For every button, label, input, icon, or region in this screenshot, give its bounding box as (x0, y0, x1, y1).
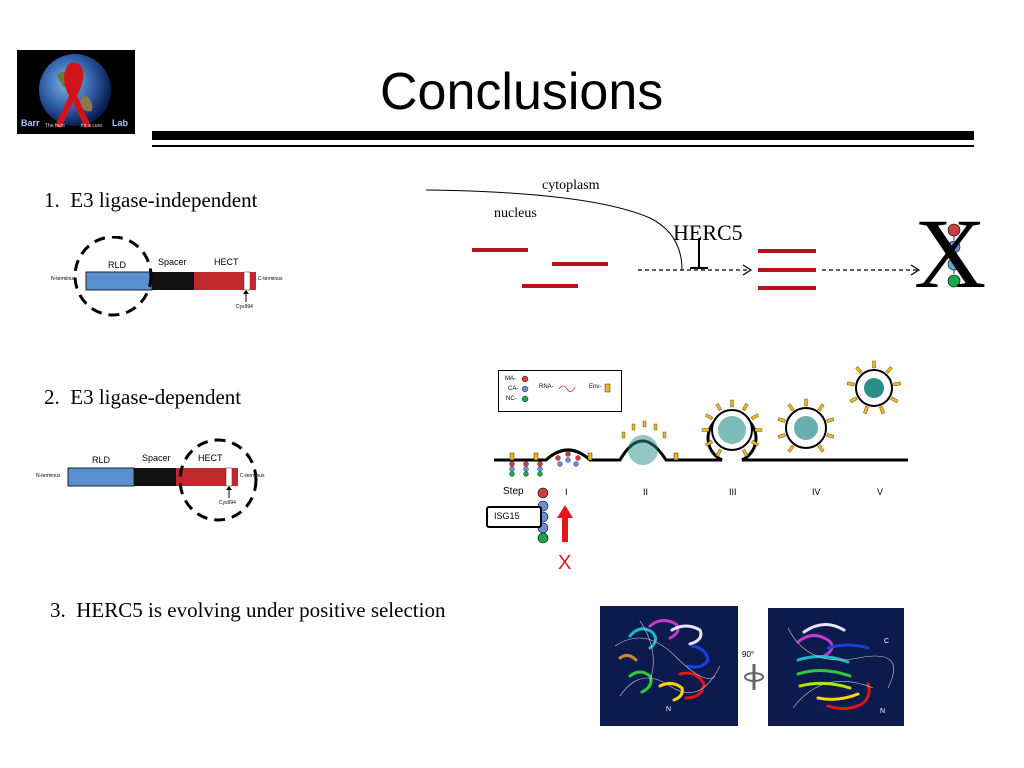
domain2-cys-label: Cys994 (219, 500, 236, 506)
title-rule-thin (152, 145, 974, 147)
herc5-label: HERC5 (673, 220, 743, 245)
point-2: 2. E3 ligase-dependent (44, 385, 241, 410)
legend-ca: CA- (508, 386, 519, 392)
nuclear-export-diagram: cytoplasm nucleus HERC5 X (420, 170, 1010, 320)
barr-lab-logo: Barr The hunt for a cure Lab (17, 50, 135, 134)
domain2-spacer-label: Spacer (142, 453, 171, 463)
structure-left-n-label: N (666, 706, 672, 713)
legend-env: Env- (589, 384, 602, 390)
logo-tagline-left: The hunt (45, 123, 65, 129)
title-rule-thick (152, 131, 974, 140)
logo-tagline-right: for a cure (81, 123, 103, 129)
domain1-cys-label: Cys994 (236, 304, 253, 310)
legend-nc: NC- (506, 396, 517, 402)
step-1-label: I (565, 487, 568, 497)
logo-right-text: Lab (112, 118, 129, 128)
domain2-hect-label: HECT (198, 453, 223, 463)
step-label: Step (503, 486, 524, 497)
structure-right-c-label: C (884, 638, 890, 645)
point-2-number: 2. (44, 385, 60, 409)
legend-rna: RNA- (539, 384, 554, 390)
virus-budding-diagram: MA- CA- NC- RNA- Env- (480, 360, 920, 580)
herc5-domain-diagram-2: N-terminus RLD Spacer HECT C-terminus Cy… (36, 438, 286, 528)
domain2-c-terminus: C-terminus (240, 473, 265, 479)
domain1-n-terminus: N-terminus (51, 276, 76, 282)
herc5-domain-diagram-1: N-terminus RLD Spacer HECT C-terminus Cy… (50, 236, 300, 320)
cytoplasm-label: cytoplasm (542, 178, 600, 193)
rotation-indicator: 90° (742, 646, 766, 694)
rotation-label: 90° (742, 650, 755, 659)
step-2-label: II (643, 487, 649, 497)
point-3: 3. HERC5 is evolving under positive sele… (50, 598, 445, 623)
step-4-label: IV (812, 487, 821, 497)
budding-block-x: X (558, 552, 572, 574)
structure-panel-left: N (600, 606, 738, 726)
point-3-number: 3. (50, 598, 66, 622)
nucleus-label: nucleus (494, 206, 537, 221)
domain2-n-terminus: N-terminus (36, 473, 61, 479)
point-1: 1. E3 ligase-independent (44, 188, 257, 213)
slide-title: Conclusions (380, 63, 664, 121)
rotate-icon (744, 664, 764, 690)
structure-right-n-label: N (880, 708, 886, 715)
point-2-text: E3 ligase-dependent (70, 385, 242, 409)
isg15-box: ISG15 (486, 506, 542, 528)
isg15-label: ISG15 (494, 511, 520, 521)
point-3-text: HERC5 is evolving under positive selecti… (76, 598, 446, 622)
domain1-spacer-label: Spacer (158, 257, 187, 267)
domain1-c-terminus: C-terminus (258, 276, 283, 282)
step-3-label: III (729, 487, 737, 497)
budding-legend: MA- CA- NC- RNA- Env- (498, 370, 622, 412)
logo-left-text: Barr (21, 118, 40, 128)
domain2-rld-label: RLD (92, 455, 111, 465)
domain1-rld-label: RLD (108, 260, 127, 270)
point-1-number: 1. (44, 188, 60, 212)
point-1-text: E3 ligase-independent (70, 188, 258, 212)
legend-ma: MA- (505, 376, 516, 382)
domain1-hect-label: HECT (214, 257, 239, 267)
step-5-label: V (877, 487, 884, 497)
export-block-x: X (914, 198, 987, 309)
structure-panel-right: C N (768, 608, 904, 726)
